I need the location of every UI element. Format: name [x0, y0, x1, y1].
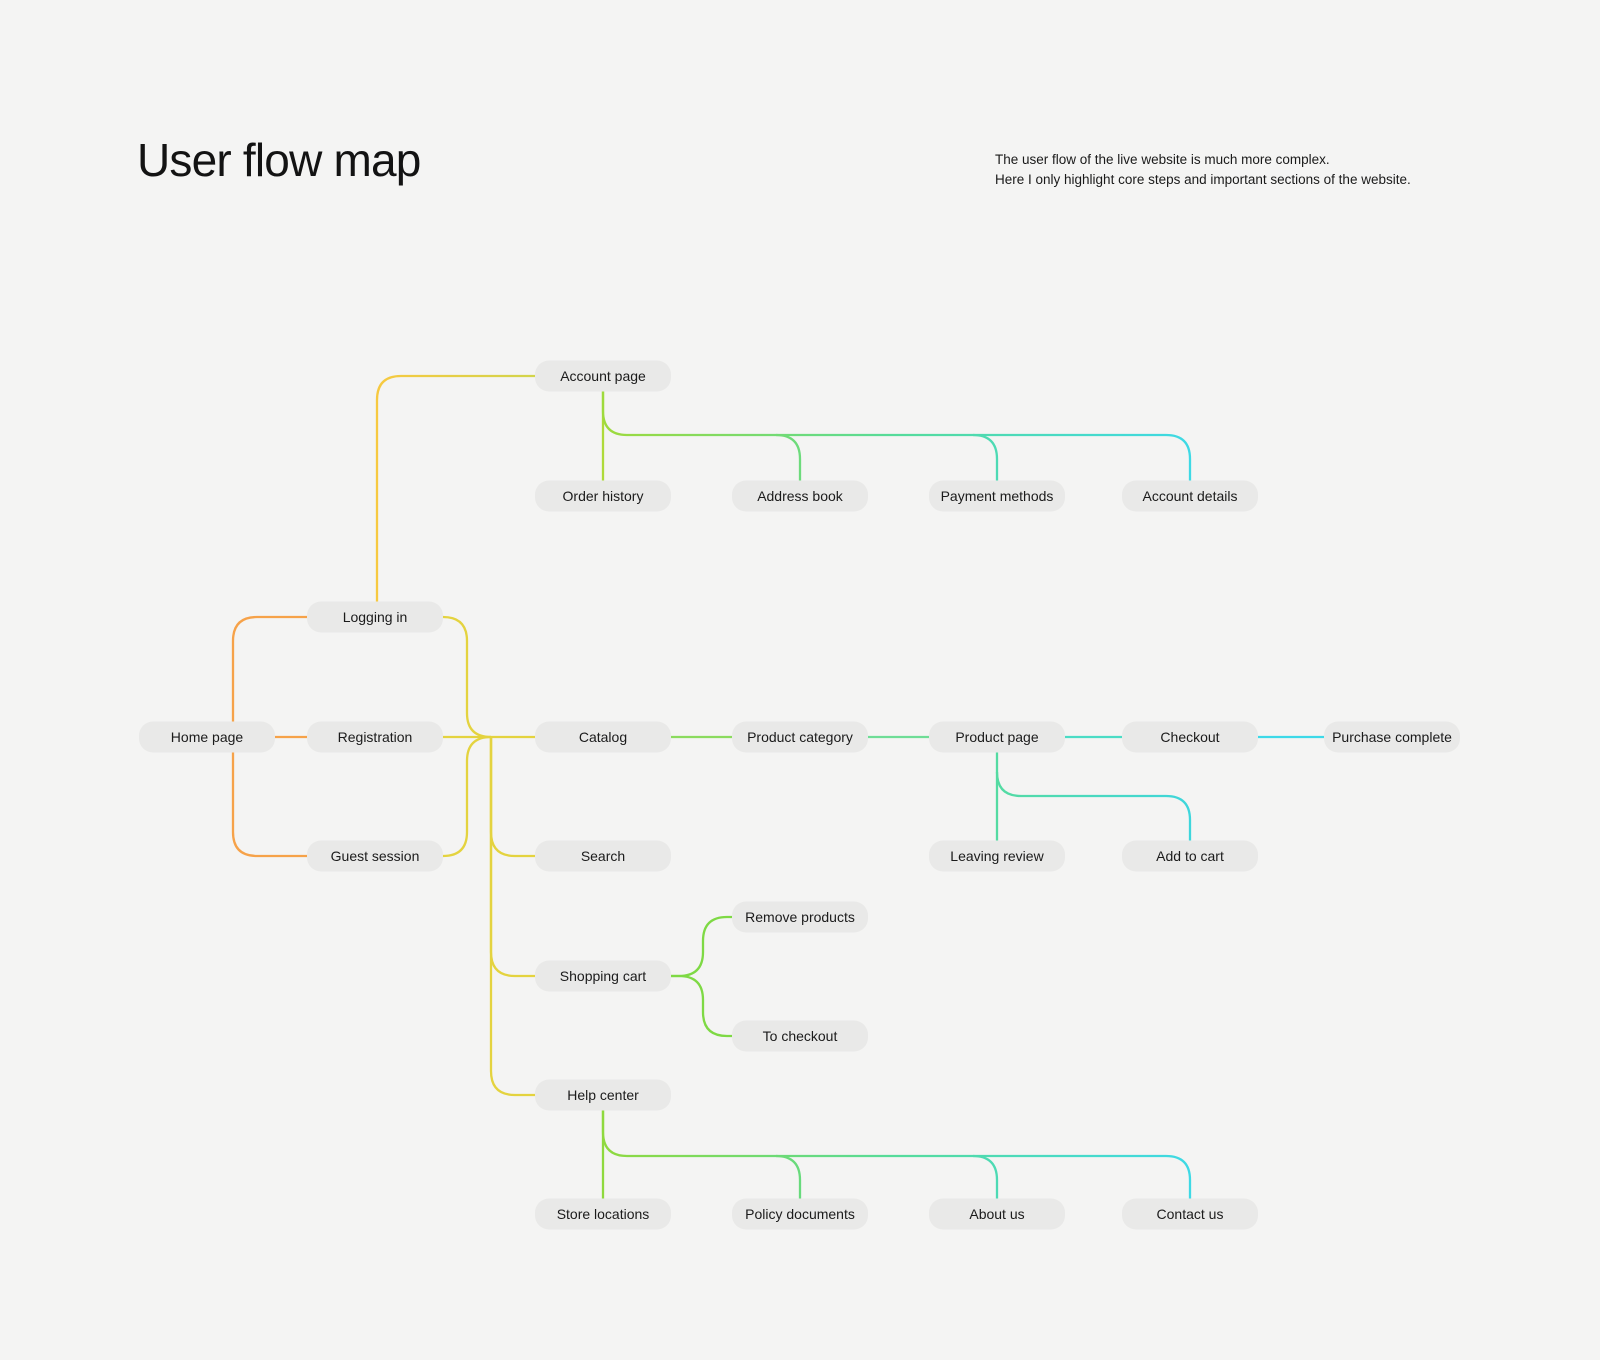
- edge-merge-to-search: [489, 737, 535, 858]
- node-add-to-cart-label: Add to cart: [1156, 848, 1224, 864]
- edge-product-page-to-add-to-cart: [995, 771, 1192, 841]
- edge-logging-in-to-merge: [442, 615, 492, 739]
- edge-account-branch-to-payment-methods: [972, 433, 999, 481]
- node-product-category-label: Product category: [747, 729, 853, 745]
- node-to-checkout-label: To checkout: [763, 1028, 838, 1044]
- node-guest-session-box[interactable]: [307, 840, 443, 872]
- node-leaving-review-box[interactable]: [929, 840, 1065, 872]
- node-help-center-box[interactable]: [535, 1079, 671, 1111]
- node-catalog-label: Catalog: [579, 729, 627, 745]
- node-product-page-box[interactable]: [929, 721, 1065, 753]
- node-payment-methods-label: Payment methods: [941, 488, 1054, 504]
- edge-help-center-to-contact-us: [601, 1110, 1192, 1199]
- node-to-checkout-box[interactable]: [732, 1020, 868, 1052]
- node-contact-us[interactable]: Contact us: [1122, 1198, 1258, 1230]
- node-payment-methods[interactable]: Payment methods: [929, 480, 1065, 512]
- node-store-locations-label: Store locations: [557, 1206, 650, 1222]
- node-guest-session-label: Guest session: [331, 848, 420, 864]
- page-title: User flow map: [137, 134, 421, 186]
- node-account-details-label: Account details: [1143, 488, 1238, 504]
- node-search[interactable]: Search: [535, 840, 671, 872]
- node-product-category[interactable]: Product category: [732, 721, 868, 753]
- node-registration-label: Registration: [338, 729, 413, 745]
- node-to-checkout[interactable]: To checkout: [732, 1020, 868, 1052]
- node-address-book-label: Address book: [757, 488, 844, 504]
- node-registration-box[interactable]: [307, 721, 443, 753]
- node-leaving-review[interactable]: Leaving review: [929, 840, 1065, 872]
- edge-home-to-guest-session: [231, 752, 307, 858]
- edge-logging-in-to-account-page: [375, 374, 535, 602]
- node-address-book[interactable]: Address book: [732, 480, 868, 512]
- node-guest-session[interactable]: Guest session: [307, 840, 443, 872]
- edge-account-branch-to-address-book: [775, 433, 802, 481]
- node-checkout-box[interactable]: [1122, 721, 1258, 753]
- note-line-1: The user flow of the live website is muc…: [995, 152, 1330, 167]
- node-order-history-label: Order history: [563, 488, 644, 504]
- node-purchase-complete-label: Purchase complete: [1332, 729, 1452, 745]
- node-account-details[interactable]: Account details: [1122, 480, 1258, 512]
- node-remove-products[interactable]: Remove products: [732, 901, 868, 933]
- node-payment-methods-box[interactable]: [929, 480, 1065, 512]
- node-logging-in[interactable]: Logging in: [307, 601, 443, 633]
- node-product-page-label: Product page: [955, 729, 1038, 745]
- node-logging-in-box[interactable]: [307, 601, 443, 633]
- node-policy-documents-label: Policy documents: [745, 1206, 855, 1222]
- node-store-locations-box[interactable]: [535, 1198, 671, 1230]
- edge-home-to-logging-in: [231, 615, 307, 722]
- node-help-center-label: Help center: [567, 1087, 639, 1103]
- edge-account-page-to-account-details: [601, 391, 1192, 481]
- node-contact-us-box[interactable]: [1122, 1198, 1258, 1230]
- node-checkout[interactable]: Checkout: [1122, 721, 1258, 753]
- node-store-locations[interactable]: Store locations: [535, 1198, 671, 1230]
- node-account-page-box[interactable]: [535, 360, 671, 392]
- node-home-page-box[interactable]: [139, 721, 275, 753]
- node-product-category-box[interactable]: [732, 721, 868, 753]
- node-policy-documents[interactable]: Policy documents: [732, 1198, 868, 1230]
- node-product-page[interactable]: Product page: [929, 721, 1065, 753]
- note: The user flow of the live website is muc…: [995, 150, 1411, 190]
- node-home-page[interactable]: Home page: [139, 721, 275, 753]
- node-address-book-box[interactable]: [732, 480, 868, 512]
- node-about-us-label: About us: [969, 1206, 1024, 1222]
- node-account-page-label: Account page: [560, 368, 646, 384]
- node-account-details-box[interactable]: [1122, 480, 1258, 512]
- node-remove-products-label: Remove products: [745, 909, 855, 925]
- node-contact-us-label: Contact us: [1157, 1206, 1224, 1222]
- node-catalog-box[interactable]: [535, 721, 671, 753]
- node-order-history[interactable]: Order history: [535, 480, 671, 512]
- node-remove-products-box[interactable]: [732, 901, 868, 933]
- node-shopping-cart-label: Shopping cart: [560, 968, 647, 984]
- node-home-page-label: Home page: [171, 729, 244, 745]
- node-search-box[interactable]: [535, 840, 671, 872]
- node-logging-in-label: Logging in: [343, 609, 408, 625]
- node-search-label: Search: [581, 848, 625, 864]
- edge-guest-session-to-merge: [442, 735, 492, 858]
- edge-shopping-cart-to-remove-products: [671, 915, 732, 978]
- node-registration[interactable]: Registration: [307, 721, 443, 753]
- node-about-us-box[interactable]: [929, 1198, 1065, 1230]
- node-purchase-complete[interactable]: Purchase complete: [1324, 721, 1460, 753]
- note-line-2: Here I only highlight core steps and imp…: [995, 172, 1411, 187]
- node-shopping-cart[interactable]: Shopping cart: [535, 960, 671, 992]
- edge-shopping-cart-to-to-checkout: [671, 974, 732, 1038]
- node-catalog[interactable]: Catalog: [535, 721, 671, 753]
- edge-help-branch-to-policy-documents: [775, 1154, 802, 1199]
- node-policy-documents-box[interactable]: [732, 1198, 868, 1230]
- node-about-us[interactable]: About us: [929, 1198, 1065, 1230]
- node-shopping-cart-box[interactable]: [535, 960, 671, 992]
- node-leaving-review-label: Leaving review: [950, 848, 1044, 864]
- node-checkout-label: Checkout: [1160, 729, 1219, 745]
- edge-merge-to-help-center: [489, 737, 535, 1097]
- node-order-history-box[interactable]: [535, 480, 671, 512]
- edge-help-branch-to-about-us: [972, 1154, 999, 1199]
- node-account-page[interactable]: Account page: [535, 360, 671, 392]
- node-purchase-complete-box[interactable]: [1324, 721, 1460, 753]
- node-help-center[interactable]: Help center: [535, 1079, 671, 1111]
- node-add-to-cart[interactable]: Add to cart: [1122, 840, 1258, 872]
- node-add-to-cart-box[interactable]: [1122, 840, 1258, 872]
